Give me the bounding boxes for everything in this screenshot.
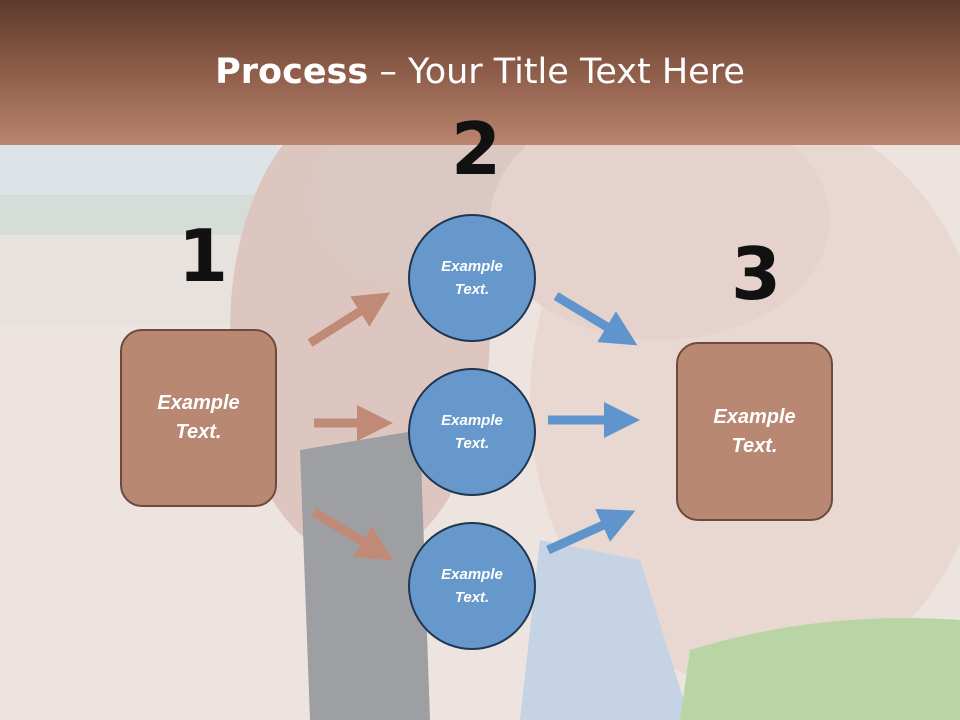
slide-title: Process – Your Title Text Here [0,52,960,92]
step-number-1: 1 [178,214,229,298]
arrow-brown-down [311,508,394,561]
arrow-brown-up [307,292,391,347]
step-1-box: Example Text. [120,329,277,507]
step-2-circle-bottom: Example Text. [408,522,536,650]
title-bold: Process [215,52,369,92]
arrow-blue-down [553,292,638,346]
step-2-circle-top: Example Text. [408,214,536,342]
arrow-blue-up [546,508,636,555]
step-number-3: 3 [731,232,782,316]
step-number-2: 2 [451,107,502,191]
step-3-box: Example Text. [676,342,833,521]
step-2-circle-middle: Example Text. [408,368,536,496]
title-rest: – Your Title Text Here [368,52,745,92]
title-bar [0,0,960,145]
